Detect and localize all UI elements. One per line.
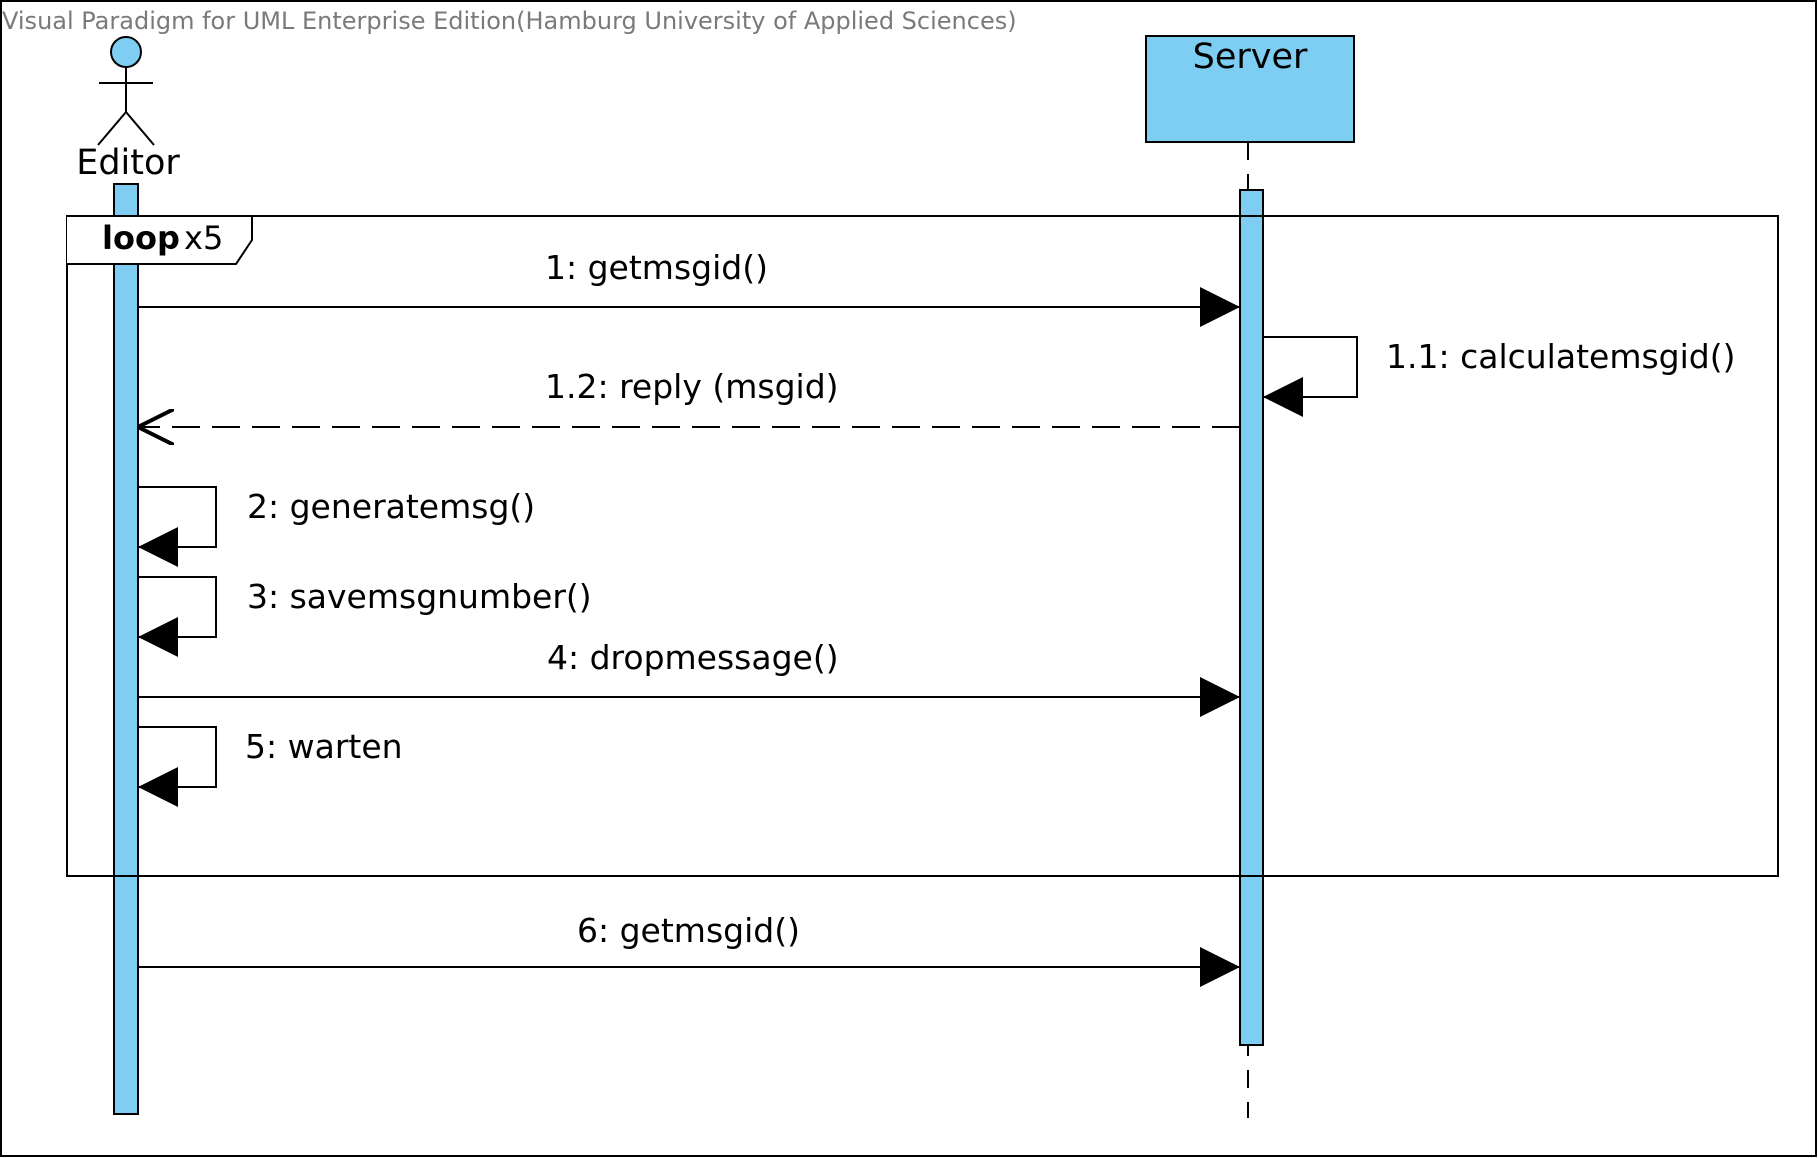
actor-head: [110, 36, 142, 68]
message-1-1-label: 1.1: calculatemsgid(): [1386, 337, 1735, 376]
message-1-1-arrow: [1263, 336, 1358, 417]
message-6-label: 6: getmsgid(): [577, 911, 800, 950]
message-1-2-label: 1.2: reply (msgid): [545, 367, 839, 406]
actor-right-leg: [125, 111, 155, 146]
message-3-label: 3: savemsgnumber(): [247, 577, 592, 616]
message-2-arrow: [138, 486, 217, 567]
loop-fragment-operator: loop: [102, 219, 180, 257]
watermark-text: Visual Paradigm for UML Enterprise Editi…: [2, 7, 1017, 35]
message-4[interactable]: 4: dropmessage(): [138, 638, 1240, 717]
actor-left-leg: [97, 111, 127, 146]
message-1-1[interactable]: 1.1: calculatemsgid(): [1263, 336, 1735, 417]
server-lifeline-head[interactable]: Server: [1145, 35, 1355, 143]
stick-figure-icon[interactable]: [97, 36, 155, 146]
server-name: Server: [1193, 37, 1308, 77]
message-1-label: 1: getmsgid(): [545, 248, 768, 287]
message-1[interactable]: 1: getmsgid(): [138, 248, 1240, 327]
message-3[interactable]: 3: savemsgnumber(): [138, 576, 592, 657]
message-5-label: 5: warten: [245, 727, 403, 766]
message-1-2[interactable]: 1.2: reply (msgid): [138, 367, 1240, 427]
message-2-label: 2: generatemsg(): [247, 487, 535, 526]
message-4-label: 4: dropmessage(): [547, 638, 839, 677]
server-box[interactable]: [1145, 35, 1355, 143]
message-5-arrow: [138, 726, 217, 807]
message-5[interactable]: 5: warten: [138, 726, 403, 807]
editor-activation-bar[interactable]: [113, 183, 139, 1115]
loop-fragment[interactable]: loop x5: [66, 215, 1779, 877]
loop-fragment-frame: [66, 215, 1779, 877]
editor-name: Editor: [76, 143, 180, 183]
loop-fragment-tab: [67, 215, 253, 265]
loop-fragment-condition: x5: [184, 219, 223, 257]
message-2[interactable]: 2: generatemsg(): [138, 486, 535, 567]
message-3-arrow: [138, 576, 217, 657]
message-6[interactable]: 6: getmsgid(): [138, 911, 1240, 987]
server-activation-bar[interactable]: [1239, 189, 1264, 1046]
